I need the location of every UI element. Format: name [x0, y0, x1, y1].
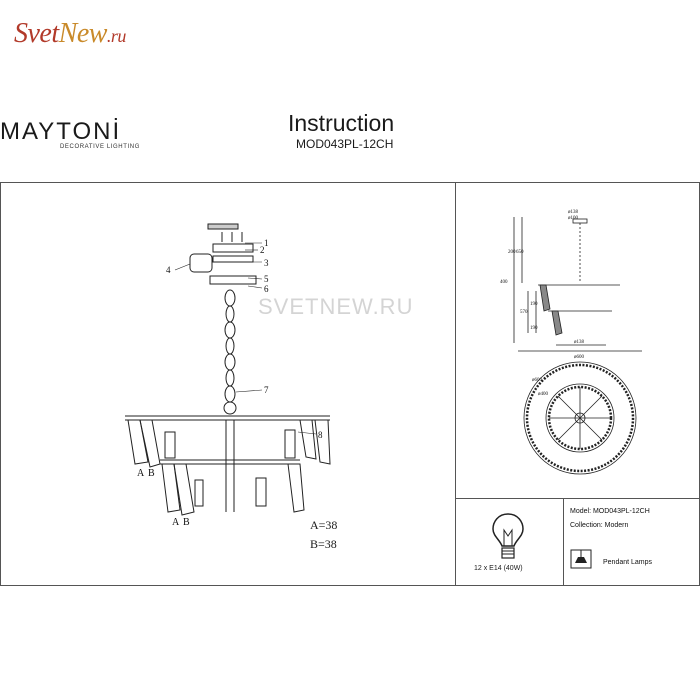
dim-side-3: 400: [500, 280, 508, 285]
model-code: MOD043PL-12CH: [296, 137, 394, 151]
callout-4: 4: [166, 265, 171, 275]
dim-plan-1: ø600: [532, 378, 543, 383]
sheet-column-divider: [455, 182, 456, 586]
ceiling-plate: [207, 223, 239, 230]
callout-1: 1: [264, 238, 269, 248]
canopy: [209, 275, 257, 285]
callout-leaders: [174, 242, 317, 435]
brand-tagline: DECORATIVE LIGHTING: [60, 144, 140, 150]
logo-word-svet: Svet: [14, 18, 59, 49]
measurement-a: A=38: [310, 518, 338, 532]
tier-label-a-upper: A: [137, 468, 145, 479]
tier-labels: A B A B: [137, 468, 190, 528]
brand-name: MAYTONİ: [0, 118, 122, 145]
tier-label-b-lower: B: [183, 517, 190, 528]
spec-type: Pendant Lamps: [603, 559, 653, 566]
sheet-row-divider: [455, 498, 700, 499]
assembly-drawing: 1 2 3 4 5 6 7 8 A B A B: [125, 223, 331, 528]
watermark-logo: SvetNew.ru: [14, 18, 126, 50]
mounting-bracket: [212, 243, 254, 253]
dim-bottom-1: ø138: [574, 340, 585, 345]
dim-bottom-2: ø600: [574, 355, 585, 360]
bulb-icon: [492, 513, 524, 559]
dimension-drawings: ø138 ø100 200 650 400 190 570 190 ø138 ø…: [500, 210, 642, 475]
callout-3: 3: [264, 258, 269, 268]
callout-numbers: 1 2 3 4 5 6 7 8: [166, 238, 323, 440]
tier-label-a-lower: A: [172, 517, 180, 528]
candle-sockets: [164, 429, 296, 507]
chain: [223, 289, 237, 415]
dim-side-4: 190: [530, 302, 538, 307]
tier-label-b-upper: B: [148, 468, 155, 479]
plan-outer-ring: [523, 361, 637, 475]
dim-top-2: ø100: [568, 216, 579, 221]
callout-6: 6: [264, 284, 269, 294]
measurement-b: B=38: [310, 537, 337, 551]
lamp-count: 12 x E14 (40W): [474, 565, 523, 572]
dim-side-6: 190: [530, 326, 538, 331]
spec-model: Model: MOD043PL-12CH: [570, 508, 650, 515]
dim-plan-2: ø400: [538, 392, 549, 397]
dim-top-1: ø138: [568, 210, 579, 215]
logo-word-new: New: [58, 18, 108, 49]
pendant-lamp-icon: [570, 549, 592, 569]
logo-word-ru: .ru: [106, 26, 127, 46]
spec-cell-divider: [563, 498, 564, 586]
plan-inner-ring: [545, 383, 615, 453]
callout-5: 5: [264, 274, 269, 284]
center-watermark: SVETNEW.RU: [258, 294, 414, 319]
crystal-pendants-lower: [161, 463, 305, 516]
page-title: Instruction: [288, 110, 395, 136]
spec-collection: Collection: Modern: [570, 522, 629, 529]
dim-side-5: 570: [520, 310, 528, 315]
callout-8: 8: [318, 430, 323, 440]
dim-side-1: 200: [508, 250, 516, 255]
callout-7: 7: [264, 385, 269, 395]
dim-side-2: 650: [516, 250, 524, 255]
dimension-labels: ø138 ø100 200 650 400 190 570 190 ø138 ø…: [500, 210, 585, 397]
detail-view: [189, 253, 213, 273]
crystal-pendants-upper: [127, 419, 331, 468]
bracket-plate: [212, 255, 254, 263]
callout-2: 2: [260, 245, 265, 255]
